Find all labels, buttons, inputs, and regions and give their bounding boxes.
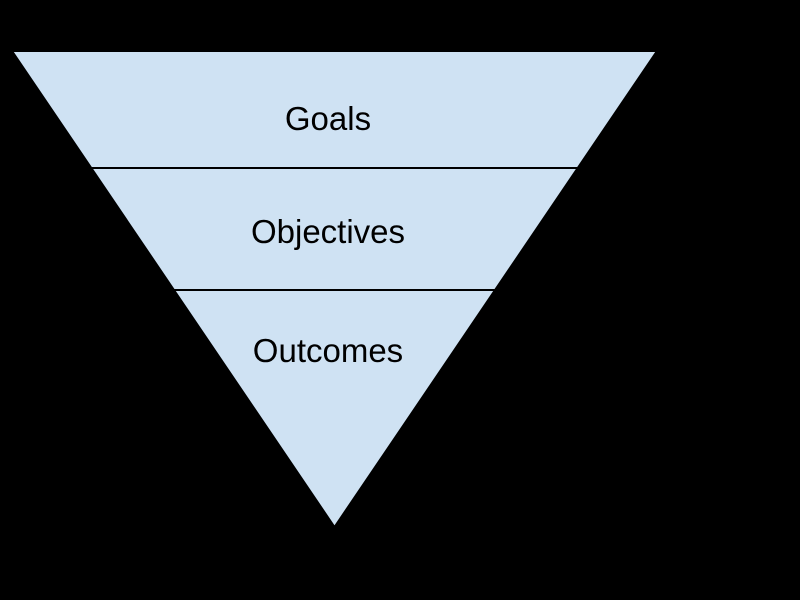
level-label-goals: Goals [285,100,371,137]
level-label-objectives: Objectives [251,213,405,250]
level-label-outcomes: Outcomes [253,332,403,369]
